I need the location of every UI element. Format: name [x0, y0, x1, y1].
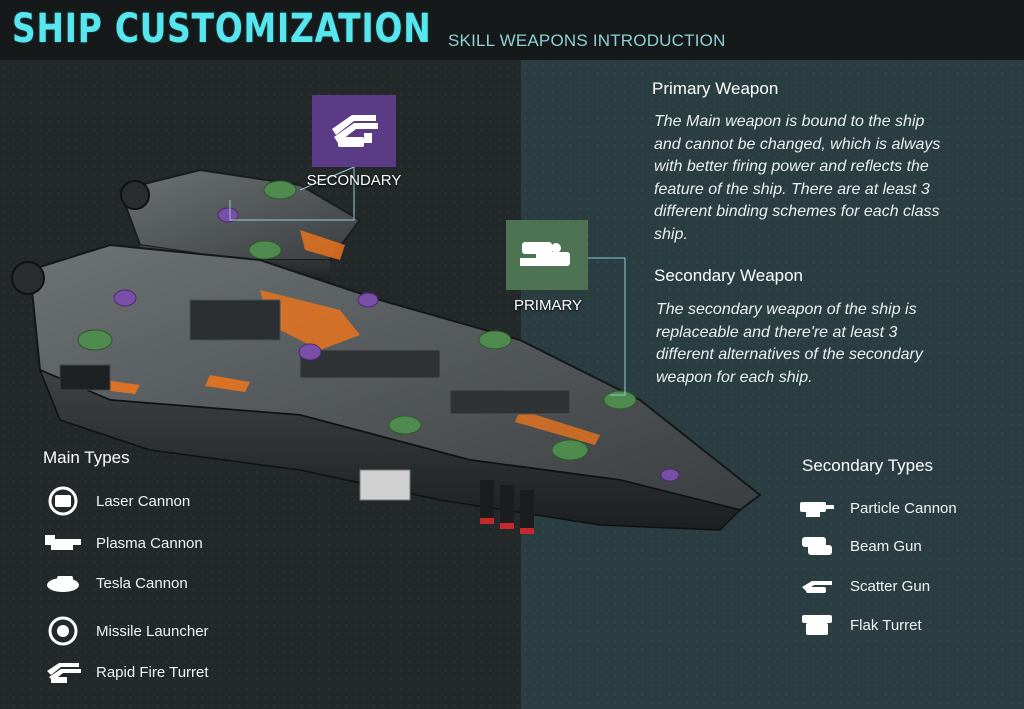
- beam-gun-icon: [796, 531, 838, 561]
- primary-weapon-description: The Main weapon is bound to the ship and…: [654, 111, 999, 246]
- secondary-type-label: Scatter Gun: [850, 577, 931, 595]
- main-type-laser-cannon[interactable]: Laser Cannon: [42, 486, 190, 516]
- secondary-type-label: Particle Cannon: [850, 499, 957, 517]
- main-types-heading: Main Types: [43, 448, 130, 467]
- main-type-label: Rapid Fire Turret: [96, 663, 209, 681]
- flak-turret-icon: [796, 610, 838, 640]
- primary-weapon-line: The Main weapon is bound to the ship: [654, 113, 925, 130]
- secondary-callout-label: SECONDARY: [306, 172, 402, 189]
- secondary-weapon-heading: Secondary Weapon: [654, 266, 804, 285]
- rapid-fire-turret-icon: [332, 115, 378, 147]
- primary-weapon-line: with better firing power and reflects th…: [654, 158, 929, 175]
- primary-weapon-line: different binding schemes for each class: [654, 203, 940, 220]
- secondary-type-scatter-gun[interactable]: Scatter Gun: [796, 571, 930, 601]
- main-type-plasma-cannon[interactable]: Plasma Cannon: [42, 528, 203, 558]
- secondary-type-particle-cannon[interactable]: Particle Cannon: [796, 493, 957, 523]
- page-subtitle: SKILL WEAPONS INTRODUCTION: [448, 31, 726, 50]
- page-title: SHIP CUSTOMIZATION: [12, 6, 432, 52]
- secondary-type-flak-turret[interactable]: Flak Turret: [796, 610, 922, 640]
- secondary-callout[interactable]: [312, 95, 396, 167]
- main-type-rapid-fire-turret[interactable]: Rapid Fire Turret: [42, 657, 209, 687]
- primary-weapon-line: ship.: [654, 225, 688, 243]
- rapid-fire-turret-icon: [42, 657, 84, 687]
- spaceship-illustration: [11, 168, 762, 534]
- primary-callout-label: PRIMARY: [513, 297, 583, 314]
- particle-cannon-icon: [796, 493, 838, 523]
- main-type-label: Tesla Cannon: [96, 574, 188, 592]
- secondary-types-heading: Secondary Types: [802, 456, 934, 475]
- laser-cannon-icon: [42, 486, 84, 516]
- missile-launcher-icon: [42, 616, 84, 646]
- primary-weapon-line: and cannot be changed, which is always: [654, 135, 941, 153]
- main-type-label: Laser Cannon: [96, 492, 191, 510]
- secondary-weapon-line: weapon for each ship.: [656, 368, 813, 386]
- main-type-label: Plasma Cannon: [96, 534, 203, 552]
- secondary-type-label: Beam Gun: [850, 537, 922, 555]
- plasma-cannon-icon: [42, 528, 84, 558]
- header-bar: [0, 0, 1024, 60]
- secondary-weapon-line: replaceable and there're at least 3: [656, 323, 898, 341]
- secondary-type-label: Flak Turret: [850, 616, 922, 634]
- secondary-weapon-line: different alternatives of the secondary: [656, 346, 923, 363]
- main-type-tesla-cannon[interactable]: Tesla Cannon: [42, 568, 188, 598]
- heavy-cannon-icon: [520, 242, 570, 266]
- primary-weapon-heading: Primary Weapon: [652, 79, 779, 98]
- scatter-gun-icon: [796, 571, 838, 601]
- main-type-label: Missile Launcher: [96, 622, 209, 640]
- primary-callout[interactable]: [506, 220, 588, 290]
- primary-weapon-line: feature of the ship. There are at least …: [654, 180, 930, 198]
- main-type-missile-launcher[interactable]: Missile Launcher: [42, 616, 209, 646]
- tesla-cannon-icon: [42, 568, 84, 598]
- secondary-weapon-line: The secondary weapon of the ship is: [656, 301, 917, 318]
- secondary-type-beam-gun[interactable]: Beam Gun: [796, 531, 922, 561]
- secondary-weapon-description: The secondary weapon of the ship is repl…: [656, 299, 1001, 389]
